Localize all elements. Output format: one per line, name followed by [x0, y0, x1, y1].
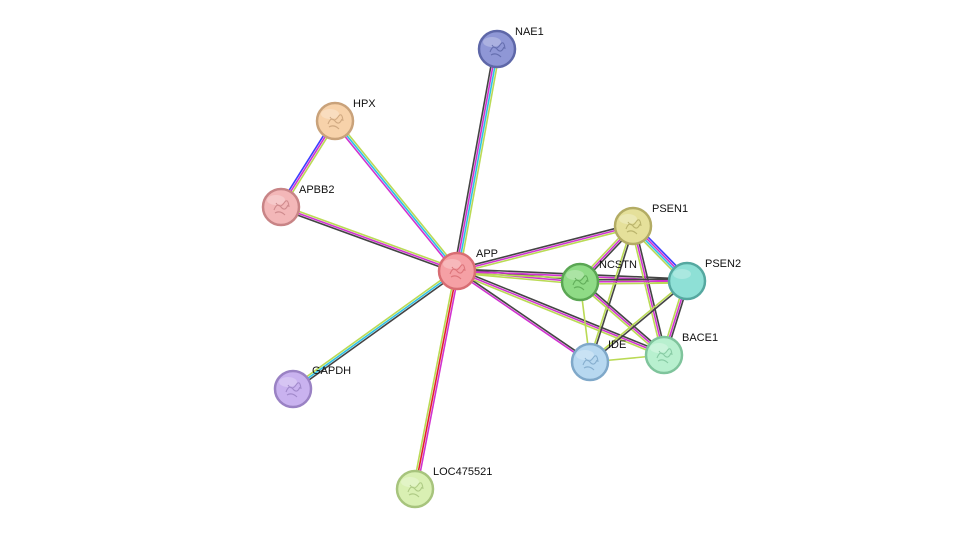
edge-evidence-line: [414, 270, 458, 490]
edge-app-loc475521[interactable]: [412, 270, 460, 490]
node-highlight: [267, 195, 285, 205]
node-highlight: [401, 477, 419, 487]
node-label: HPX: [353, 98, 376, 110]
node-label: BACE1: [682, 332, 718, 344]
node-label: PSEN1: [652, 203, 688, 215]
edge-psen1-bace1[interactable]: [630, 225, 667, 356]
edge-app-hpx[interactable]: [332, 119, 460, 273]
edge-evidence-line: [453, 48, 495, 271]
node-ncstn[interactable]: NCSTN: [560, 259, 637, 302]
edge-evidence-line: [457, 268, 666, 354]
protein-structure-icon: [449, 264, 466, 280]
edge-evidence-line: [588, 225, 633, 362]
edge-evidence-line: [632, 225, 665, 356]
protein-structure-icon: [489, 42, 506, 58]
protein-structure-icon: [327, 114, 344, 130]
node-bace1[interactable]: BACE1: [644, 332, 718, 375]
protein-structure-icon: [625, 219, 642, 235]
edge-evidence-line: [456, 270, 665, 356]
node-label: NCSTN: [599, 259, 637, 271]
edge-psen2-ide[interactable]: [588, 279, 689, 364]
edge-app-bace1[interactable]: [455, 268, 666, 358]
node-loc475521[interactable]: LOC475521: [395, 466, 492, 509]
node-psen1[interactable]: PSEN1: [613, 203, 688, 246]
node-highlight: [619, 214, 637, 224]
edge-app-apbb2[interactable]: [280, 204, 458, 274]
edge-evidence-line: [455, 271, 590, 364]
node-gapdh[interactable]: GAPDH: [273, 365, 351, 409]
edge-evidence-line: [412, 270, 456, 489]
edge-app-nae1[interactable]: [453, 48, 501, 272]
protein-structure-icon: [273, 200, 290, 216]
edge-evidence-line: [280, 206, 458, 272]
edge-evidence-line: [456, 272, 580, 285]
protein-structure-icon: [582, 355, 599, 371]
edge-app-psen1[interactable]: [456, 223, 634, 274]
edge-evidence-line: [332, 121, 457, 273]
edge-evidence-line: [590, 226, 635, 363]
edge-app-gapdh[interactable]: [291, 268, 459, 392]
node-label: LOC475521: [433, 466, 492, 478]
node-label: APBB2: [299, 184, 334, 196]
node-highlight: [483, 37, 501, 47]
edge-evidence-line: [280, 208, 457, 274]
edge-evidence-line: [457, 227, 634, 274]
edge-evidence-line: [457, 49, 499, 272]
edge-evidence-line: [334, 120, 458, 272]
edge-evidence-line: [459, 49, 501, 272]
edge-evidence-line: [590, 281, 689, 364]
node-label: NAE1: [515, 26, 544, 38]
node-highlight: [321, 109, 339, 119]
edge-evidence-line: [293, 271, 459, 392]
edge-evidence-line: [588, 279, 687, 362]
edge-evidence-line: [457, 269, 592, 362]
edge-evidence-line: [630, 226, 663, 356]
edge-evidence-line: [455, 48, 497, 271]
edge-app-ide[interactable]: [455, 269, 592, 364]
edge-evidence-line: [292, 270, 458, 390]
node-app[interactable]: APP: [437, 248, 498, 291]
edge-evidence-line: [456, 223, 633, 270]
node-highlight: [650, 343, 668, 353]
edge-evidence-line: [335, 119, 460, 271]
node-highlight: [443, 259, 461, 269]
node-label: PSEN2: [705, 258, 741, 270]
node-label: APP: [476, 248, 498, 260]
node-highlight: [279, 377, 297, 387]
protein-structure-icon: [407, 482, 424, 498]
edge-evidence-line: [281, 204, 458, 270]
node-ide[interactable]: IDE: [570, 339, 626, 382]
edge-evidence-line: [634, 225, 667, 355]
node-highlight: [576, 350, 594, 360]
node-highlight: [566, 270, 584, 280]
node-label: IDE: [608, 339, 626, 351]
node-psen2[interactable]: PSEN2: [667, 258, 741, 301]
node-hpx[interactable]: HPX: [315, 98, 376, 141]
node-nae1[interactable]: NAE1: [477, 26, 544, 69]
node-label: GAPDH: [312, 365, 351, 377]
protein-structure-icon: [656, 348, 673, 364]
protein-structure-icon: [285, 382, 302, 398]
node-circle: [667, 261, 707, 301]
edge-evidence-line: [455, 272, 664, 358]
edge-evidence-line: [416, 271, 460, 490]
node-apbb2[interactable]: APBB2: [261, 184, 334, 227]
node-highlight: [673, 269, 691, 279]
edge-evidence-line: [456, 270, 581, 283]
edge-evidence-line: [291, 268, 457, 389]
edge-evidence-line: [456, 225, 634, 272]
protein-structure-icon: [572, 275, 589, 291]
edge-psen1-ide[interactable]: [588, 225, 635, 363]
